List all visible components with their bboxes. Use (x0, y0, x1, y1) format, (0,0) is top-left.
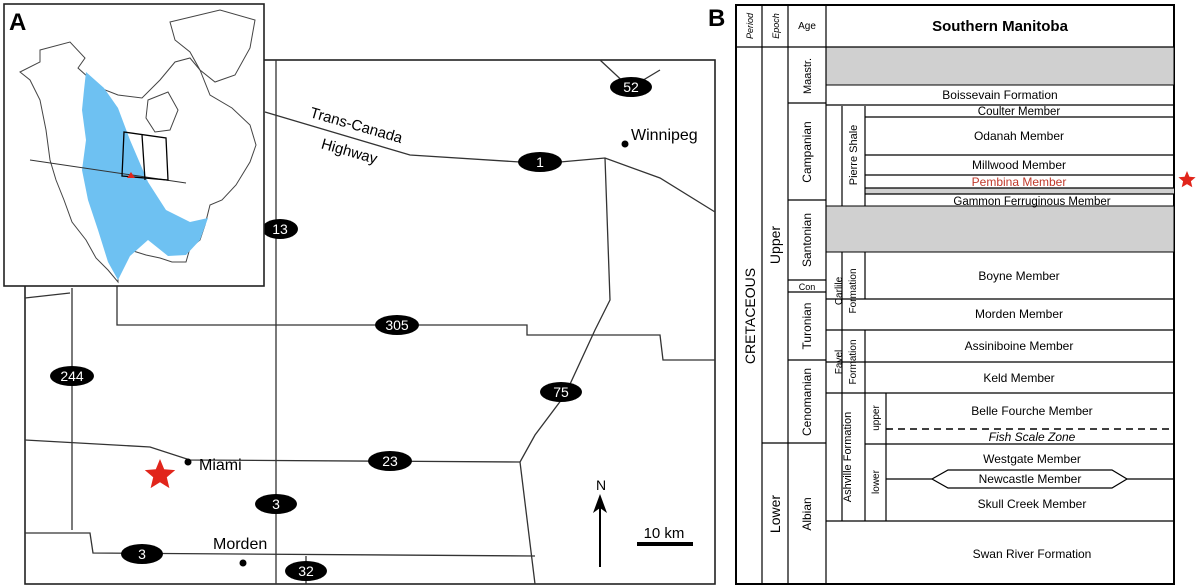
unit-skull-creek: Skull Creek Member (978, 497, 1087, 511)
hudson-bay (145, 91, 179, 133)
newcastle-lens (930, 469, 1129, 489)
hiatus-santonian (825, 205, 1175, 253)
svg-text:N: N (596, 477, 606, 493)
unit-westgate: Westgate Member (983, 452, 1081, 466)
svg-text:23: 23 (382, 453, 398, 469)
svg-text:244: 244 (60, 368, 84, 384)
column-lines (736, 5, 1174, 584)
svg-text:52: 52 (623, 79, 639, 95)
group-favel-2: Formation (848, 339, 859, 384)
site-star (144, 459, 176, 489)
group-pierre-shale: Pierre Shale (848, 125, 860, 186)
group-carlile-2: Formation (848, 268, 859, 313)
hiatus-maastrichtian (825, 46, 1175, 86)
unit-boyne: Boyne Member (978, 269, 1059, 283)
road-west-stub (24, 292, 71, 299)
unit-swan-river: Swan River Formation (973, 547, 1092, 561)
unit-keld: Keld Member (983, 371, 1054, 385)
pembina-star (1178, 171, 1196, 188)
age-cenomanian: Cenomanian (800, 368, 814, 436)
svg-text:75: 75 (553, 384, 569, 400)
winnipeg-dot (621, 140, 629, 148)
header-age: Age (798, 21, 816, 32)
route-shield-1: 1 (518, 152, 562, 172)
unit-assiniboine: Assiniboine Member (965, 339, 1074, 353)
unit-boissevain: Boissevain Formation (942, 88, 1057, 102)
unit-newcastle: Newcastle Member (979, 472, 1082, 486)
north-arrow: N (593, 477, 607, 567)
road-23 (24, 439, 521, 463)
morden-dot (239, 559, 247, 567)
age-turonian: Turonian (800, 303, 814, 350)
unit-fish-scale-zone: Fish Scale Zone (989, 430, 1076, 444)
header-region: Southern Manitoba (932, 18, 1068, 35)
epoch-lower: Lower (767, 495, 783, 533)
morden-label: Morden (213, 536, 267, 553)
group-favel-1: Favel (834, 350, 845, 374)
route-shield-52: 52 (610, 77, 652, 97)
miami-label: Miami (199, 457, 242, 474)
manitoba-outline (121, 131, 169, 181)
epoch-upper: Upper (767, 226, 783, 264)
inset-map (3, 3, 265, 287)
panel-b: B (708, 4, 1196, 585)
subdivision-upper: upper (871, 405, 882, 431)
route-shield-244: 244 (50, 366, 94, 386)
route-shield-23: 23 (368, 451, 412, 471)
age-campanian: Campanian (800, 121, 814, 182)
road-3 (25, 532, 536, 557)
svg-text:13: 13 (272, 221, 288, 237)
unit-coulter: Coulter Member (978, 106, 1061, 118)
unit-pembina: Pembina Member (972, 175, 1067, 189)
panel-a-label: A (9, 9, 26, 36)
unit-odanah: Odanah Member (974, 129, 1064, 143)
route-shield-3-north: 3 (255, 494, 297, 514)
age-santonian: Santonian (800, 213, 814, 267)
unit-gammon: Gammon Ferruginous Member (953, 196, 1110, 208)
greenland-outline (169, 9, 256, 83)
route-shield-3-west: 3 (121, 544, 163, 564)
age-coniacian: Con (799, 282, 816, 292)
miami-dot (184, 458, 192, 466)
svg-text:10 km: 10 km (644, 525, 685, 542)
subdivision-lower: lower (871, 469, 882, 494)
inset-study-site (127, 172, 135, 178)
unit-morden: Morden Member (975, 307, 1063, 321)
route-shield-13: 13 (262, 219, 298, 239)
period-cretaceous: CRETACEOUS (742, 268, 758, 364)
header-period: Period (745, 12, 755, 39)
winnipeg-label: Winnipeg (631, 127, 698, 144)
header-epoch: Epoch (771, 13, 781, 39)
svg-text:305: 305 (385, 317, 409, 333)
route-shield-75: 75 (540, 382, 582, 402)
unit-millwood: Millwood Member (972, 158, 1066, 172)
panel-b-label: B (708, 5, 725, 32)
group-ashville: Ashville Formation (842, 412, 854, 502)
unit-belle-fourche: Belle Fourche Member (971, 404, 1092, 418)
road-305 (116, 280, 715, 361)
svg-text:32: 32 (298, 563, 314, 579)
route-shield-305: 305 (375, 315, 419, 335)
road-network (24, 59, 716, 585)
svg-text:3: 3 (138, 546, 146, 562)
hiatus-pembina-band (865, 188, 1174, 194)
age-albian: Albian (800, 497, 814, 530)
scale-bar: 10 km (637, 525, 693, 546)
group-carlile-1: Carlile (834, 276, 845, 305)
panel-a: Trans-Canada Highway 52 1 13 305 244 75 (3, 3, 716, 585)
route-shield-32: 32 (285, 561, 327, 581)
svg-text:1: 1 (536, 154, 544, 170)
svg-text:3: 3 (272, 496, 280, 512)
age-maastrichtian: Maastr. (802, 58, 814, 94)
